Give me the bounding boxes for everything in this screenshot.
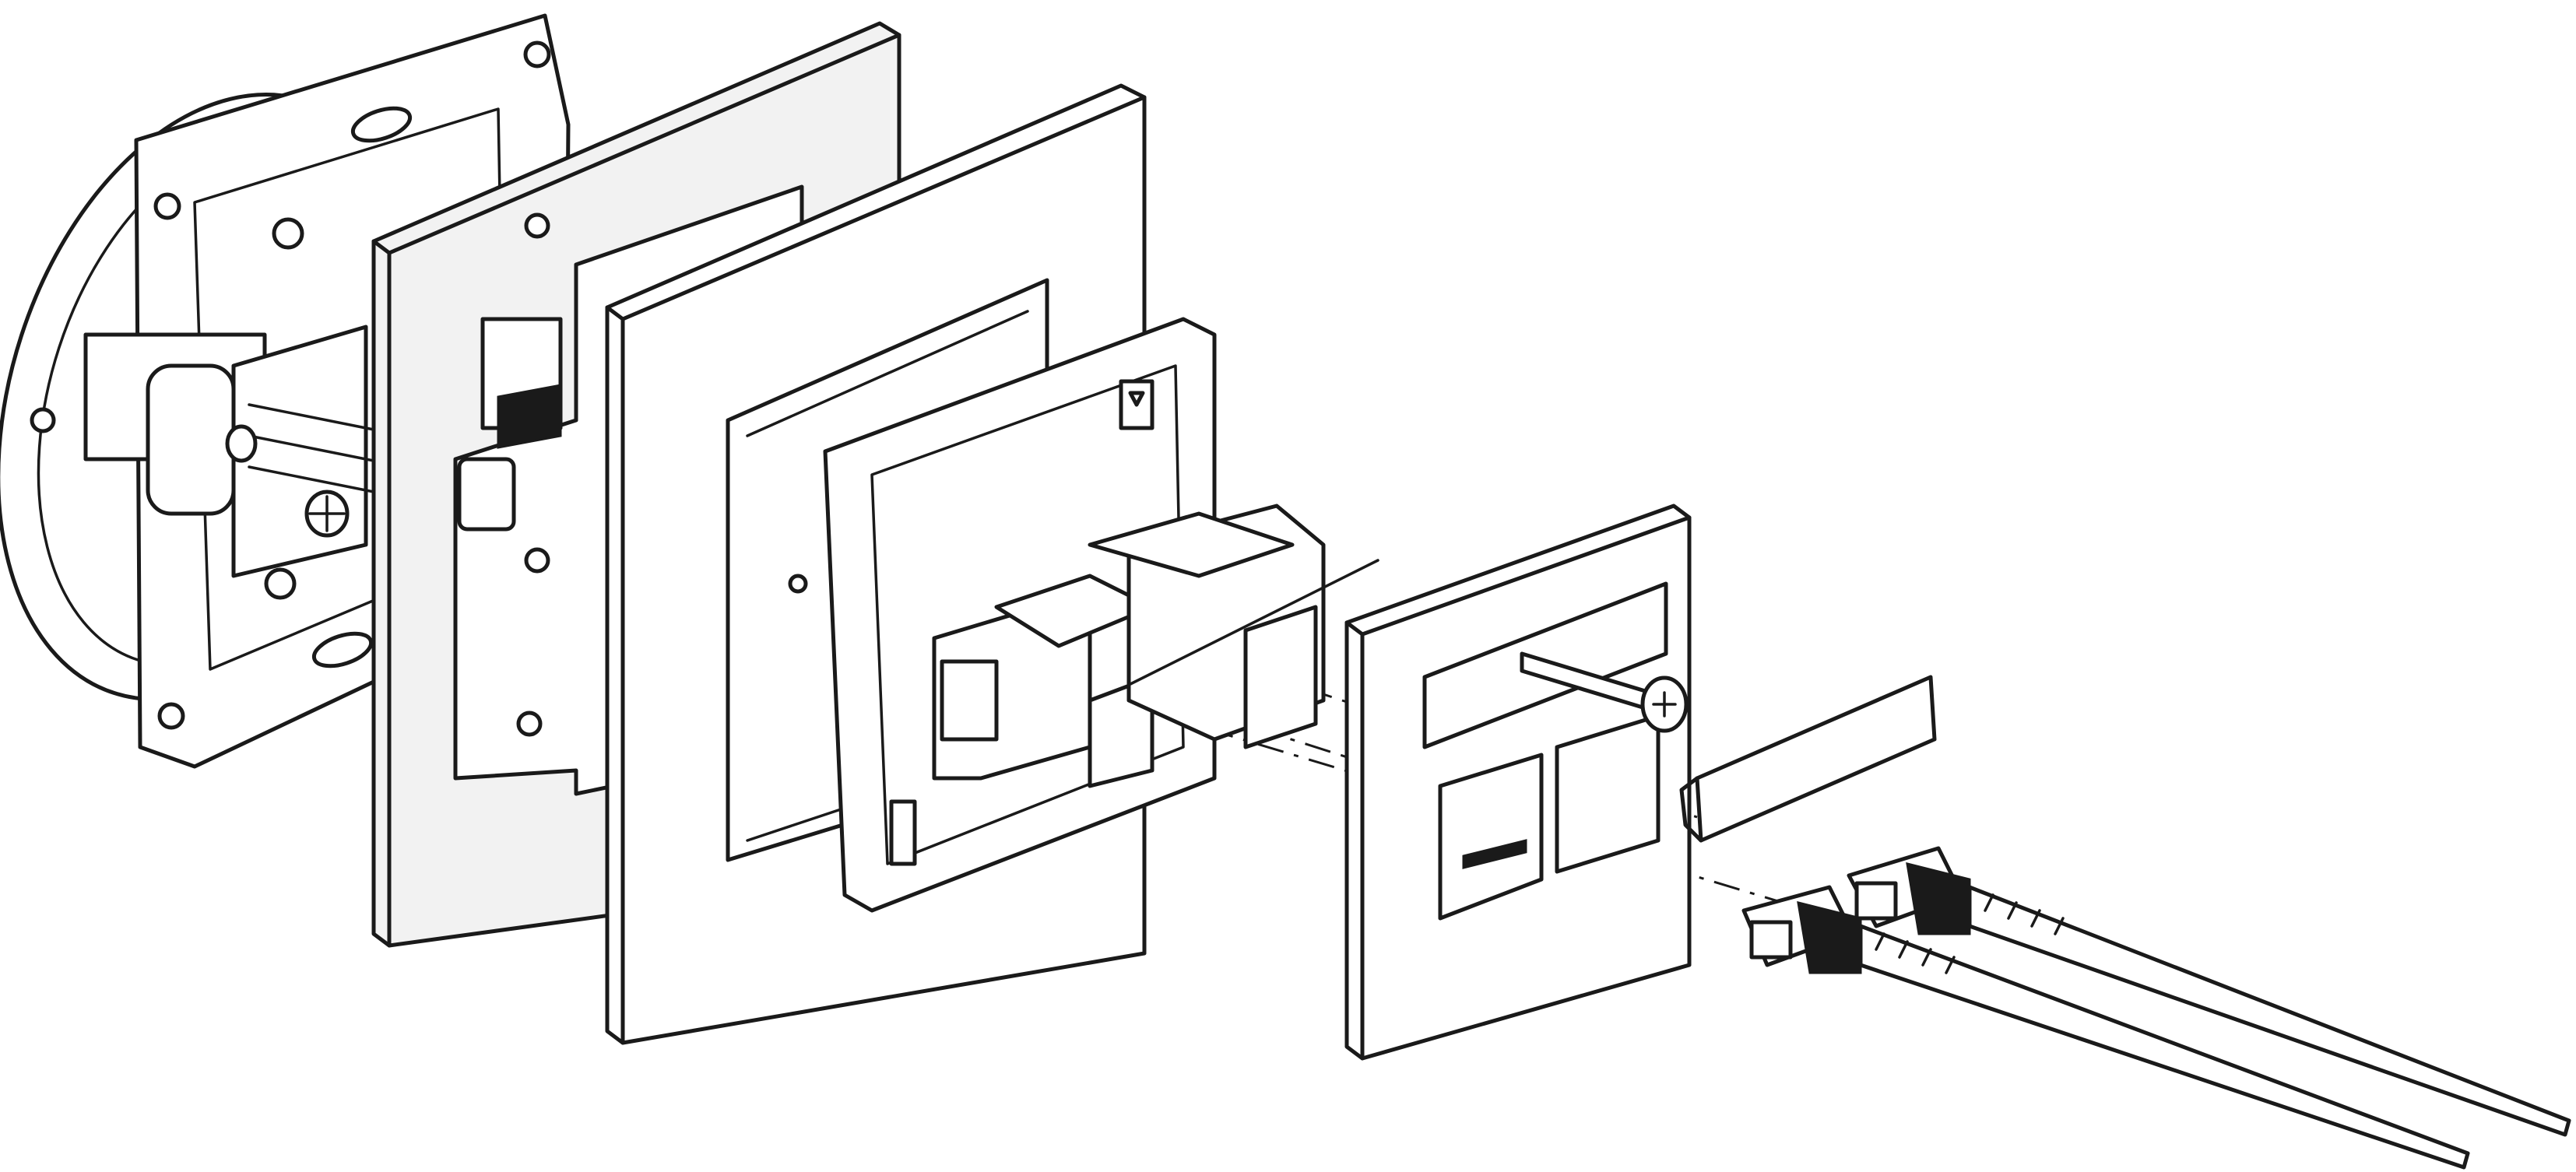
support-hole-tr bbox=[523, 40, 551, 68]
fiber-connector-lower bbox=[1741, 885, 2470, 1170]
label-strip-end bbox=[1679, 776, 1703, 843]
connector-upper-cable bbox=[1967, 885, 2571, 1137]
cover-port-right bbox=[1555, 714, 1661, 874]
box-screw-c bbox=[272, 217, 304, 250]
frame1-edges bbox=[371, 33, 901, 948]
fixing-screw bbox=[1520, 651, 1689, 733]
connector-upper-boot-grip bbox=[1906, 861, 1971, 935]
box-screw-a bbox=[225, 424, 258, 463]
frame1-inner-module-ribs bbox=[497, 384, 562, 449]
support-slot-top bbox=[350, 106, 413, 143]
cover-edges bbox=[1344, 515, 1692, 1061]
screw-cross-slot bbox=[1652, 691, 1677, 718]
box-screw-d bbox=[264, 567, 297, 600]
module-lever bbox=[1127, 559, 1379, 686]
frame1-hole-top bbox=[524, 212, 550, 239]
label-strip bbox=[1679, 675, 1937, 843]
label-strip-body bbox=[1695, 675, 1937, 843]
box-screw-b-slot bbox=[308, 495, 346, 532]
connector-upper-ferrule bbox=[1854, 881, 1898, 921]
module-left-latch bbox=[940, 659, 999, 742]
support-hole-tl bbox=[153, 192, 181, 220]
connector-lower-ferrule bbox=[1749, 920, 1793, 960]
connector-lower-strain-relief bbox=[1875, 932, 1956, 974]
carrier-latch-bottom bbox=[889, 799, 917, 866]
frame1-hole-mid bbox=[524, 547, 550, 574]
box-clamp bbox=[146, 363, 236, 516]
frame1-hole-bottom bbox=[516, 711, 543, 737]
connector-lower-boot-grip bbox=[1797, 900, 1862, 974]
connector-upper-strain-relief bbox=[1984, 893, 2065, 935]
box-screw-hole-left bbox=[30, 407, 56, 433]
fiber-connector-upper bbox=[1847, 846, 2571, 1137]
carrier-arrow-icon bbox=[1128, 391, 1145, 407]
support-hole-bl bbox=[157, 702, 185, 730]
frame1-inner-connector bbox=[457, 457, 516, 532]
central-cover-plate bbox=[1344, 504, 1692, 1061]
cover-port-left bbox=[1438, 753, 1544, 921]
carrier-inner bbox=[870, 364, 1185, 865]
frame2-pin bbox=[788, 574, 808, 594]
cover-port-left-shade bbox=[1462, 839, 1527, 869]
module-right-top bbox=[1088, 511, 1295, 578]
keystone-carrier-with-modules bbox=[823, 317, 1379, 913]
frame2-edges bbox=[605, 95, 1147, 1045]
module-right-jack bbox=[1243, 605, 1318, 749]
connector-lower-cable bbox=[1858, 924, 2470, 1170]
support-slot-bottom bbox=[311, 631, 374, 668]
